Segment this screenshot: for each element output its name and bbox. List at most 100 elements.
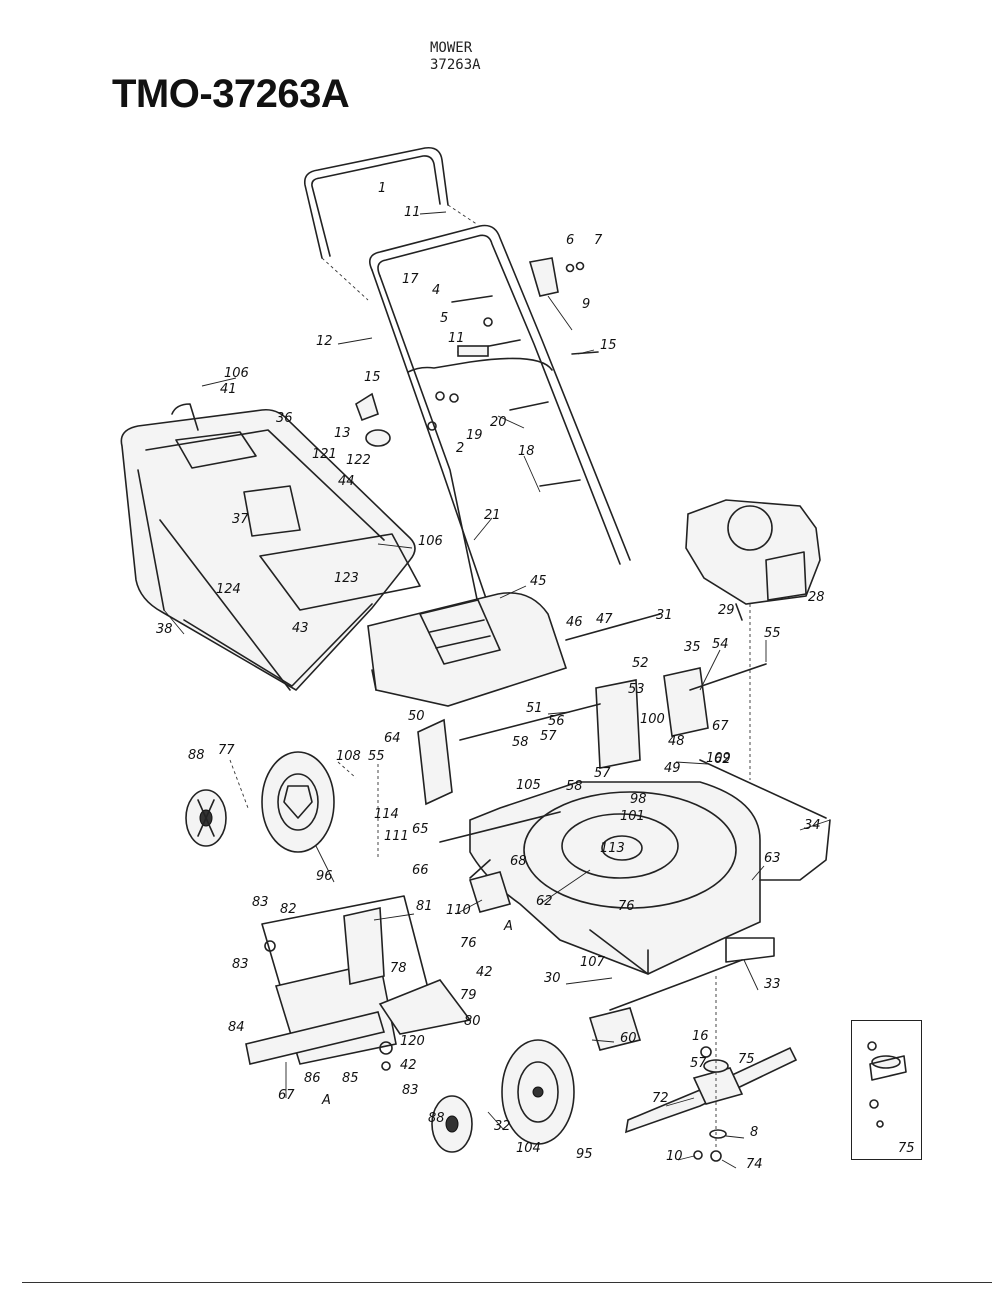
mower-deck [469,759,831,975]
callout-62: 62 [536,894,553,909]
callout-109: 109 [706,751,731,766]
callout-11: 11 [404,205,421,220]
callout-113: 113 [600,841,625,856]
callout-80: 80 [464,1014,481,1029]
model-title: TMO-37263A [112,72,350,116]
callout-34: 34 [804,818,821,833]
callout-56: 56 [548,714,565,729]
handle-knobs [355,295,599,447]
callout-79: 79 [460,988,477,1003]
callout-105: 105 [516,778,541,793]
callout-58: 58 [512,735,529,750]
engine [685,499,821,780]
callout-29: 29 [718,603,735,618]
callout-63: 63 [764,851,781,866]
callout-58: 58 [566,779,583,794]
callout-83: 83 [402,1083,419,1098]
callout-114: 114 [374,807,399,822]
callout-81: 81 [416,899,433,914]
callout-13: 13 [334,426,351,441]
callout-46: 46 [566,615,583,630]
callout-6: 6 [566,233,574,248]
callout-86: 86 [304,1071,321,1086]
callout-67: 67 [278,1088,295,1103]
callout-19: 19 [466,428,483,443]
callout-55: 55 [764,626,781,641]
callout-124: 124 [216,582,241,597]
callout-76: 76 [460,936,477,951]
callout-10: 10 [666,1149,683,1164]
bottom-rule [22,1282,992,1283]
callout-55: 55 [368,749,385,764]
callout-77: 77 [218,743,235,758]
adapter-inset-frame [851,1020,922,1160]
callout-28: 28 [808,590,825,605]
callout-75: 75 [738,1052,755,1067]
callout-83: 83 [252,895,269,910]
callout-49: 49 [664,761,681,776]
callout-85: 85 [342,1071,359,1086]
callout-21: 21 [484,508,501,523]
callout-7: 7 [594,233,603,248]
front-axle [588,959,743,1051]
callout-42: 42 [476,965,493,980]
callout-95: 95 [576,1147,593,1162]
callout-88: 88 [188,748,205,763]
category-label: MOWER [430,40,473,56]
model-number-label: 37263A [430,57,481,73]
callout-50: 50 [408,709,425,724]
callout-62: 62 [714,752,731,767]
callout-47: 47 [596,612,613,627]
callout-A: A [321,1093,331,1108]
front-wheel [501,1039,575,1145]
callout-48: 48 [668,734,685,749]
lower-handle [369,224,631,611]
callout-38: 38 [156,622,173,637]
callout-76: 76 [618,899,635,914]
callout-110: 110 [446,903,471,918]
callout-111: 111 [384,829,409,844]
callout-2: 2 [456,441,464,456]
callout-60: 60 [620,1031,637,1046]
callout-36: 36 [276,411,293,426]
callout-57: 57 [540,729,557,744]
blade-assembly [624,976,798,1162]
callout-57: 57 [690,1056,707,1071]
callout-52: 52 [632,656,649,671]
callout-18: 18 [518,444,535,459]
callout-64: 64 [384,731,401,746]
callout-57: 57 [594,766,611,781]
callout-37: 37 [232,512,249,527]
callout-17: 17 [402,272,419,287]
control-lever [528,257,585,331]
callout-72: 72 [652,1091,669,1106]
callout-11: 11 [448,331,465,346]
callout-75: 75 [898,1141,915,1156]
adapter-inset-detail [867,1041,907,1128]
rear-wheel [261,751,335,853]
rear-hubcap [185,789,227,847]
callout-1: 1 [378,181,386,196]
callout-12: 12 [316,334,333,349]
callout-A: A [503,919,513,934]
callout-65: 65 [412,822,429,837]
callout-42: 42 [400,1058,417,1073]
upper-handle [303,146,479,301]
rear-cover [367,592,568,707]
diagram-header: MOWER 37263A [430,40,481,74]
grass-catcher [120,403,421,692]
callout-100: 100 [640,712,665,727]
callout-53: 53 [628,682,645,697]
callout-16: 16 [692,1029,709,1044]
callout-54: 54 [712,637,729,652]
callout-74: 74 [746,1157,763,1172]
callout-96: 96 [316,869,333,884]
callout-66: 66 [412,863,429,878]
callout-104: 104 [516,1141,541,1156]
callout-35: 35 [684,640,701,655]
callout-121: 121 [312,447,337,462]
height-adjuster [417,613,767,806]
